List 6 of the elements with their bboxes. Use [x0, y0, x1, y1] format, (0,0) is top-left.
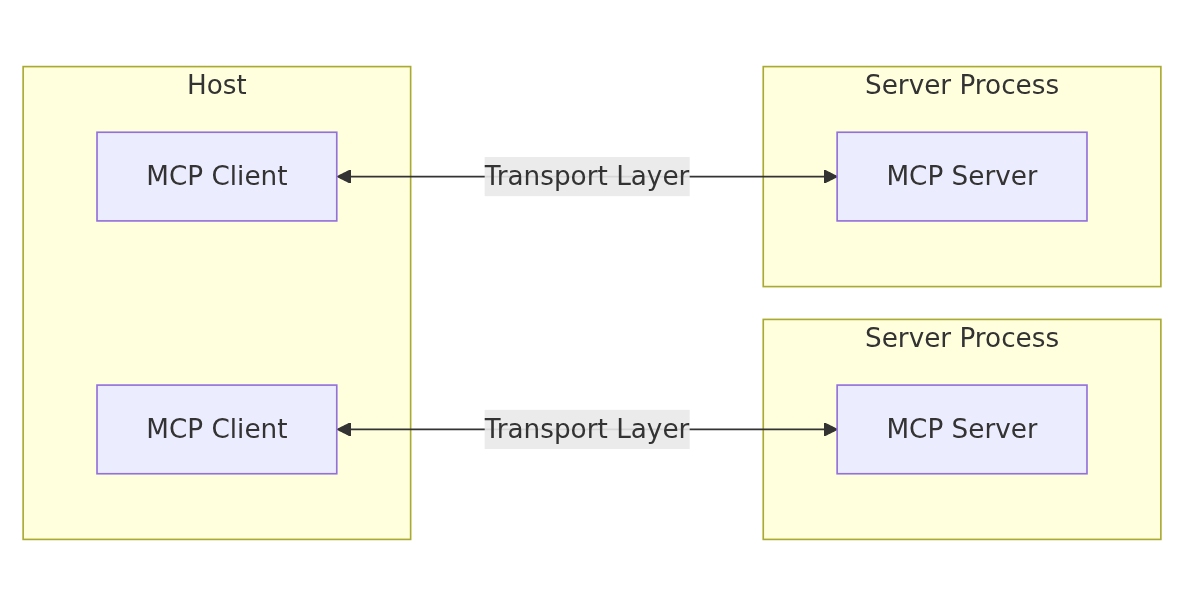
edge-label: Transport Layer	[484, 413, 690, 445]
edge-label: Transport Layer	[484, 160, 690, 192]
node-box: MCP Server	[836, 384, 1088, 475]
node-box: MCP Client	[96, 384, 338, 475]
node-box: MCP Server	[836, 131, 1088, 222]
node-box: MCP Client	[96, 131, 338, 222]
